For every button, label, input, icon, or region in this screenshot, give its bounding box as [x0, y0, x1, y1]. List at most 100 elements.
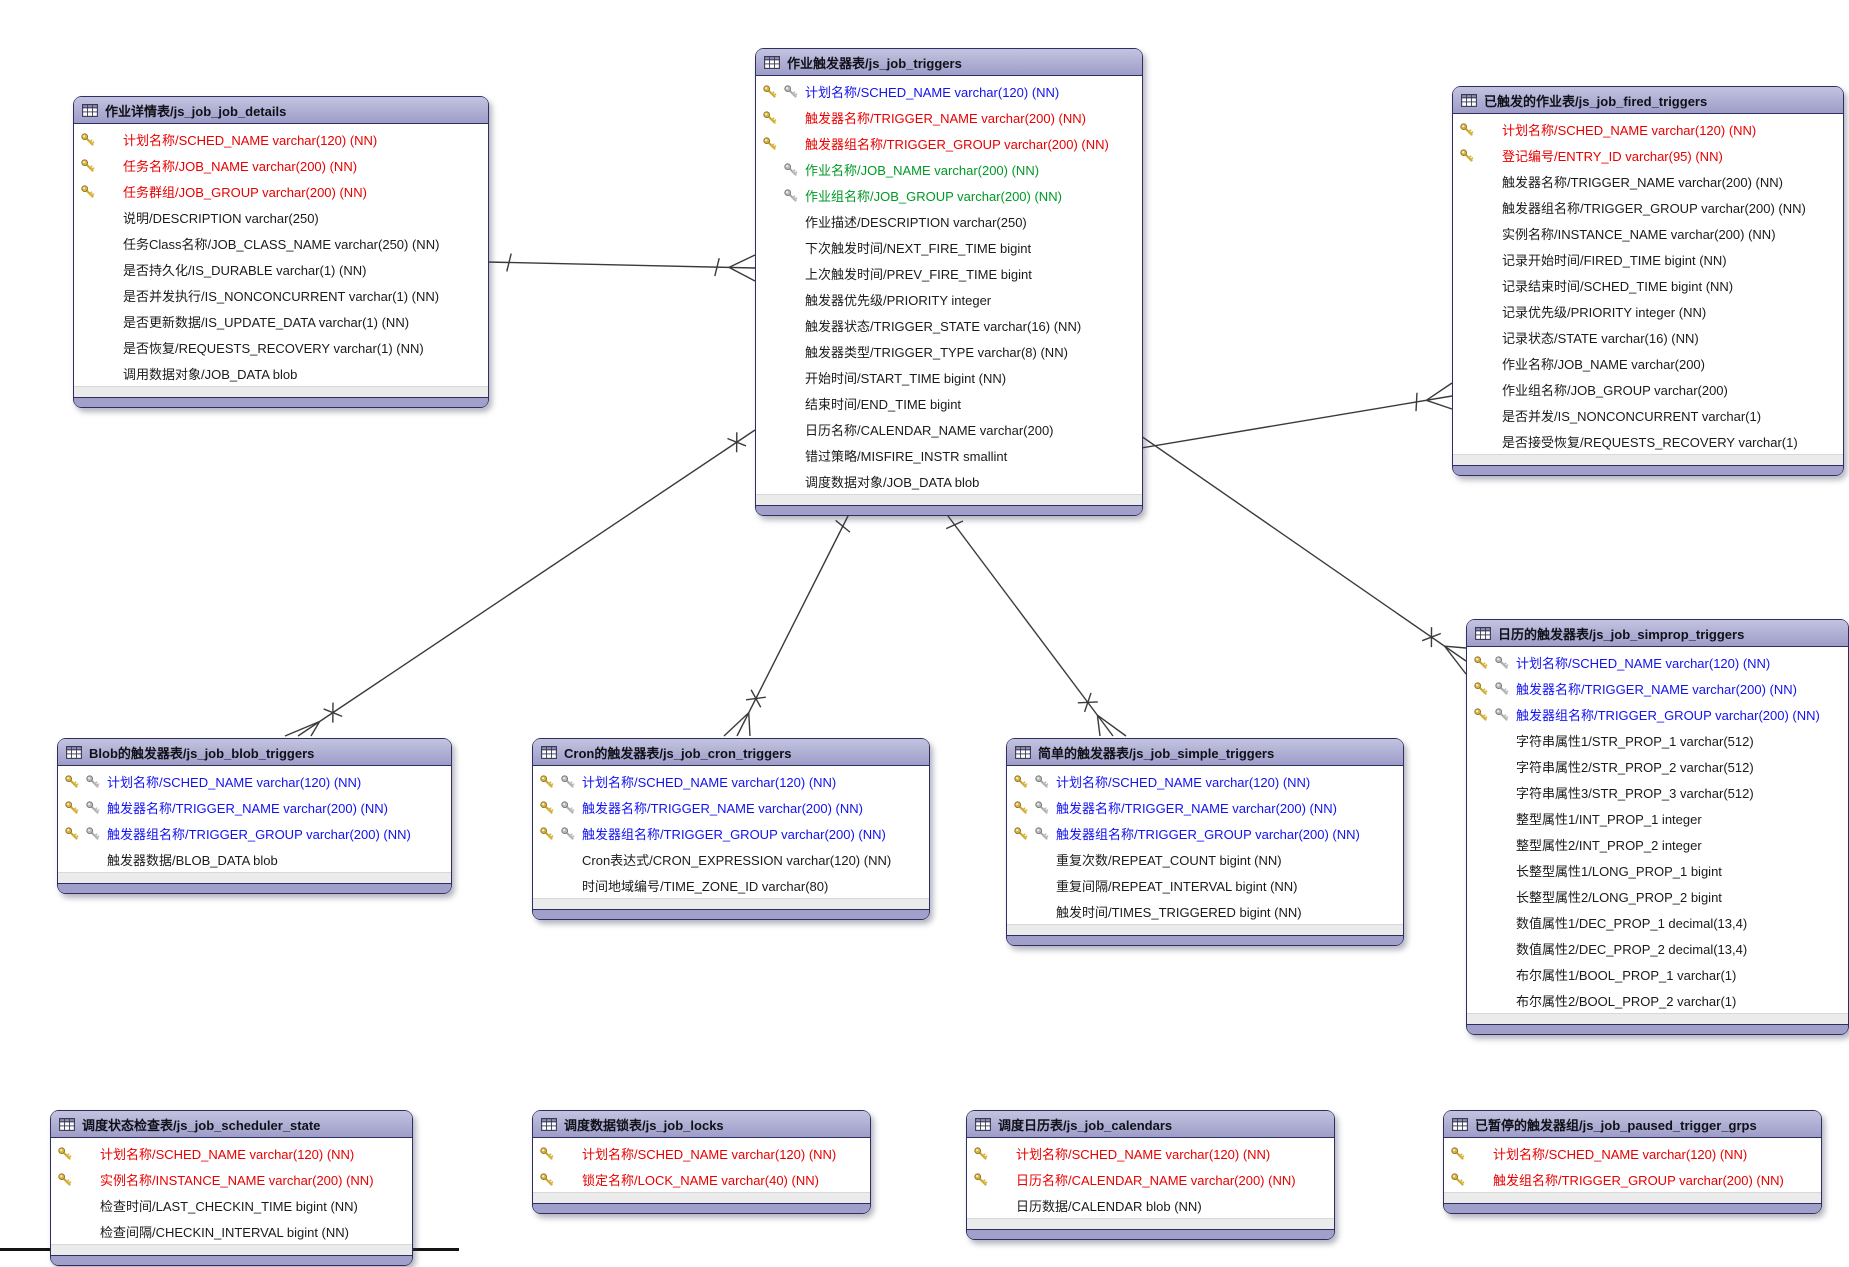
table-header[interactable]: 已暂停的触发器组/js_job_paused_trigger_grps [1444, 1111, 1821, 1138]
relationship-triggers-to-blob_triggers[interactable] [284, 429, 756, 737]
column-row[interactable]: 登记编号/ENTRY_ID varchar(95) (NN) [1453, 142, 1843, 168]
column-row[interactable]: 触发器名称/TRIGGER_NAME varchar(200) (NN) [533, 794, 929, 820]
column-row[interactable]: 是否接受恢复/REQUESTS_RECOVERY varchar(1) [1453, 428, 1843, 454]
table-header[interactable]: Blob的触发器表/js_job_blob_triggers [58, 739, 451, 766]
column-row[interactable]: 计划名称/SCHED_NAME varchar(120) (NN) [51, 1140, 412, 1166]
column-row[interactable]: 数值属性1/DEC_PROP_1 decimal(13,4) [1467, 909, 1848, 935]
column-row[interactable]: 说明/DESCRIPTION varchar(250) [74, 204, 488, 230]
column-row[interactable]: 作业名称/JOB_NAME varchar(200) (NN) [756, 156, 1142, 182]
column-row[interactable]: 触发器组名称/TRIGGER_GROUP varchar(200) (NN) [756, 130, 1142, 156]
entity-table-js_job_cron_triggers[interactable]: Cron的触发器表/js_job_cron_triggers 计划名称/SCHE… [532, 738, 930, 920]
column-row[interactable]: 触发器名称/TRIGGER_NAME varchar(200) (NN) [1007, 794, 1403, 820]
column-row[interactable]: 长整型属性1/LONG_PROP_1 bigint [1467, 857, 1848, 883]
column-row[interactable]: 字符串属性3/STR_PROP_3 varchar(512) [1467, 779, 1848, 805]
column-row[interactable]: 计划名称/SCHED_NAME varchar(120) (NN) [756, 78, 1142, 104]
column-row[interactable]: 记录结束时间/SCHED_TIME bigint (NN) [1453, 272, 1843, 298]
table-header[interactable]: 调度日历表/js_job_calendars [967, 1111, 1334, 1138]
column-row[interactable]: Cron表达式/CRON_EXPRESSION varchar(120) (NN… [533, 846, 929, 872]
column-row[interactable]: 布尔属性1/BOOL_PROP_1 varchar(1) [1467, 961, 1848, 987]
table-header[interactable]: 简单的触发器表/js_job_simple_triggers [1007, 739, 1403, 766]
column-row[interactable]: 检查时间/LAST_CHECKIN_TIME bigint (NN) [51, 1192, 412, 1218]
relationship-job_details-to-triggers[interactable] [486, 253, 756, 282]
column-row[interactable]: 上次触发时间/PREV_FIRE_TIME bigint [756, 260, 1142, 286]
column-row[interactable]: 记录状态/STATE varchar(16) (NN) [1453, 324, 1843, 350]
entity-table-js_job_triggers[interactable]: 作业触发器表/js_job_triggers 计划名称/SCHED_NAME v… [755, 48, 1143, 516]
column-row[interactable]: 计划名称/SCHED_NAME varchar(120) (NN) [967, 1140, 1334, 1166]
entity-table-js_job_job_details[interactable]: 作业详情表/js_job_job_details 计划名称/SCHED_NAME… [73, 96, 489, 408]
table-header[interactable]: 已触发的作业表/js_job_fired_triggers [1453, 87, 1843, 114]
column-row[interactable]: 重复次数/REPEAT_COUNT bigint (NN) [1007, 846, 1403, 872]
column-row[interactable]: 触发时间/TIMES_TRIGGERED bigint (NN) [1007, 898, 1403, 924]
column-row[interactable]: 是否更新数据/IS_UPDATE_DATA varchar(1) (NN) [74, 308, 488, 334]
column-row[interactable]: 实例名称/INSTANCE_NAME varchar(200) (NN) [1453, 220, 1843, 246]
column-row[interactable]: 调度数据对象/JOB_DATA blob [756, 468, 1142, 494]
column-row[interactable]: 触发器名称/TRIGGER_NAME varchar(200) (NN) [1467, 675, 1848, 701]
relationship-triggers-to-cron_triggers[interactable] [723, 511, 851, 737]
column-row[interactable]: 是否并发/IS_NONCONCURRENT varchar(1) [1453, 402, 1843, 428]
column-row[interactable]: 整型属性2/INT_PROP_2 integer [1467, 831, 1848, 857]
column-row[interactable]: 布尔属性2/BOOL_PROP_2 varchar(1) [1467, 987, 1848, 1013]
table-header[interactable]: 调度状态检查表/js_job_scheduler_state [51, 1111, 412, 1138]
entity-table-js_job_scheduler_state[interactable]: 调度状态检查表/js_job_scheduler_state 计划名称/SCHE… [50, 1110, 413, 1266]
column-row[interactable]: 是否持久化/IS_DURABLE varchar(1) (NN) [74, 256, 488, 282]
entity-table-js_job_fired_triggers[interactable]: 已触发的作业表/js_job_fired_triggers 计划名称/SCHED… [1452, 86, 1844, 476]
column-row[interactable]: 触发器组名称/TRIGGER_GROUP varchar(200) (NN) [533, 820, 929, 846]
column-row[interactable]: 触发组名称/TRIGGER_GROUP varchar(200) (NN) [1444, 1166, 1821, 1192]
column-row[interactable]: 调用数据对象/JOB_DATA blob [74, 360, 488, 386]
column-row[interactable]: 锁定名称/LOCK_NAME varchar(40) (NN) [533, 1166, 870, 1192]
column-row[interactable]: 计划名称/SCHED_NAME varchar(120) (NN) [1444, 1140, 1821, 1166]
column-row[interactable]: 触发器名称/TRIGGER_NAME varchar(200) (NN) [756, 104, 1142, 130]
column-row[interactable]: 计划名称/SCHED_NAME varchar(120) (NN) [1467, 649, 1848, 675]
table-header[interactable]: 调度数据锁表/js_job_locks [533, 1111, 870, 1138]
column-row[interactable]: 计划名称/SCHED_NAME varchar(120) (NN) [58, 768, 451, 794]
column-row[interactable]: 计划名称/SCHED_NAME varchar(120) (NN) [1453, 116, 1843, 142]
column-row[interactable]: 触发器组名称/TRIGGER_GROUP varchar(200) (NN) [1467, 701, 1848, 727]
column-row[interactable]: 错过策略/MISFIRE_INSTR smallint [756, 442, 1142, 468]
table-header[interactable]: 作业详情表/js_job_job_details [74, 97, 488, 124]
relationship-triggers-to-simprop_triggers[interactable] [1140, 435, 1467, 675]
column-row[interactable]: 任务群组/JOB_GROUP varchar(200) (NN) [74, 178, 488, 204]
column-row[interactable]: 触发器类型/TRIGGER_TYPE varchar(8) (NN) [756, 338, 1142, 364]
column-row[interactable]: 触发器数据/BLOB_DATA blob [58, 846, 451, 872]
column-row[interactable]: 开始时间/START_TIME bigint (NN) [756, 364, 1142, 390]
column-row[interactable]: 计划名称/SCHED_NAME varchar(120) (NN) [533, 1140, 870, 1166]
column-row[interactable]: 字符串属性1/STR_PROP_1 varchar(512) [1467, 727, 1848, 753]
column-row[interactable]: 实例名称/INSTANCE_NAME varchar(200) (NN) [51, 1166, 412, 1192]
column-row[interactable]: 触发器优先级/PRIORITY integer [756, 286, 1142, 312]
column-row[interactable]: 记录优先级/PRIORITY integer (NN) [1453, 298, 1843, 324]
column-row[interactable]: 时间地域编号/TIME_ZONE_ID varchar(80) [533, 872, 929, 898]
column-row[interactable]: 计划名称/SCHED_NAME varchar(120) (NN) [74, 126, 488, 152]
column-row[interactable]: 长整型属性2/LONG_PROP_2 bigint [1467, 883, 1848, 909]
column-row[interactable]: 记录开始时间/FIRED_TIME bigint (NN) [1453, 246, 1843, 272]
column-row[interactable]: 触发器组名称/TRIGGER_GROUP varchar(200) (NN) [1453, 194, 1843, 220]
column-row[interactable]: 重复间隔/REPEAT_INTERVAL bigint (NN) [1007, 872, 1403, 898]
entity-table-js_job_simple_triggers[interactable]: 简单的触发器表/js_job_simple_triggers 计划名称/SCHE… [1006, 738, 1404, 946]
entity-table-js_job_blob_triggers[interactable]: Blob的触发器表/js_job_blob_triggers 计划名称/SCHE… [57, 738, 452, 894]
table-header[interactable]: 作业触发器表/js_job_triggers [756, 49, 1142, 76]
entity-table-js_job_locks[interactable]: 调度数据锁表/js_job_locks 计划名称/SCHED_NAME varc… [532, 1110, 871, 1214]
column-row[interactable]: 作业名称/JOB_NAME varchar(200) [1453, 350, 1843, 376]
column-row[interactable]: 字符串属性2/STR_PROP_2 varchar(512) [1467, 753, 1848, 779]
relationship-triggers-to-fired_triggers[interactable] [1140, 382, 1453, 449]
column-row[interactable]: 触发器状态/TRIGGER_STATE varchar(16) (NN) [756, 312, 1142, 338]
column-row[interactable]: 作业组名称/JOB_GROUP varchar(200) [1453, 376, 1843, 402]
column-row[interactable]: 作业组名称/JOB_GROUP varchar(200) (NN) [756, 182, 1142, 208]
column-row[interactable]: 触发器组名称/TRIGGER_GROUP varchar(200) (NN) [1007, 820, 1403, 846]
column-row[interactable]: 日历名称/CALENDAR_NAME varchar(200) (NN) [967, 1166, 1334, 1192]
column-row[interactable]: 作业描述/DESCRIPTION varchar(250) [756, 208, 1142, 234]
column-row[interactable]: 触发器名称/TRIGGER_NAME varchar(200) (NN) [58, 794, 451, 820]
column-row[interactable]: 日历名称/CALENDAR_NAME varchar(200) [756, 416, 1142, 442]
table-header[interactable]: Cron的触发器表/js_job_cron_triggers [533, 739, 929, 766]
column-row[interactable]: 下次触发时间/NEXT_FIRE_TIME bigint [756, 234, 1142, 260]
column-row[interactable]: 整型属性1/INT_PROP_1 integer [1467, 805, 1848, 831]
column-row[interactable]: 计划名称/SCHED_NAME varchar(120) (NN) [533, 768, 929, 794]
column-row[interactable]: 是否并发执行/IS_NONCONCURRENT varchar(1) (NN) [74, 282, 488, 308]
column-row[interactable]: 任务Class名称/JOB_CLASS_NAME varchar(250) (N… [74, 230, 488, 256]
entity-table-js_job_calendars[interactable]: 调度日历表/js_job_calendars 计划名称/SCHED_NAME v… [966, 1110, 1335, 1240]
column-row[interactable]: 日历数据/CALENDAR blob (NN) [967, 1192, 1334, 1218]
column-row[interactable]: 触发器名称/TRIGGER_NAME varchar(200) (NN) [1453, 168, 1843, 194]
column-row[interactable]: 任务名称/JOB_NAME varchar(200) (NN) [74, 152, 488, 178]
column-row[interactable]: 计划名称/SCHED_NAME varchar(120) (NN) [1007, 768, 1403, 794]
entity-table-js_job_paused_trigger_grps[interactable]: 已暂停的触发器组/js_job_paused_trigger_grps 计划名称… [1443, 1110, 1822, 1214]
